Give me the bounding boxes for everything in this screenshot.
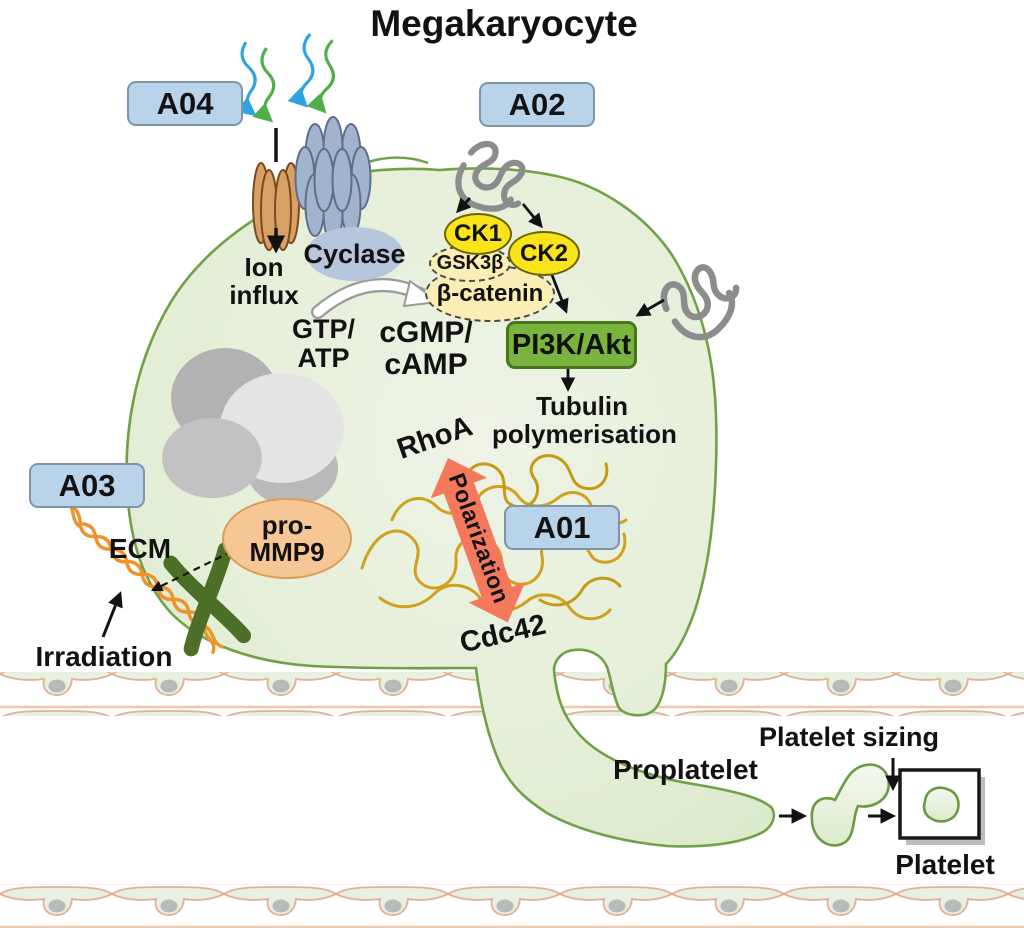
- proplatelet-fragment: [810, 763, 891, 847]
- gtp-atp-label: GTP/ ATP: [291, 314, 355, 373]
- ion-influx-label: Ion influx: [229, 252, 299, 310]
- cyclase-node: Cyclase: [303, 227, 406, 281]
- gpcr-to-ck1-arrow: [456, 197, 472, 214]
- vessel-wall-bottom: [0, 884, 1024, 928]
- ion-channel-icon: [252, 128, 300, 254]
- mmp9-scissors-icon: [163, 542, 252, 657]
- ck2-node: CK2: [508, 231, 580, 276]
- platelet-flow-arrows: [779, 758, 901, 824]
- badge-a03: A03: [29, 463, 145, 508]
- ligand-wave-icons: [235, 33, 335, 123]
- cyclase-reaction-arrow: [311, 278, 439, 319]
- ck2-to-pi3k-arrow: [550, 274, 569, 314]
- badge-a04: A04: [127, 81, 243, 126]
- gsk3b-node: GSK3β: [429, 245, 511, 282]
- gpcr-to-ck2-arrow: [521, 203, 543, 229]
- irradiation-arrow: [101, 591, 123, 638]
- proplatelet-label: Proplatelet: [613, 754, 758, 785]
- platelet-cell: [922, 786, 960, 823]
- nucleus: [162, 348, 344, 506]
- cgmp-camp-label: cGMP/ cAMP: [379, 316, 473, 382]
- ecm-label: ECM: [108, 533, 172, 564]
- platelet-label: Platelet: [895, 849, 995, 880]
- gpcr-to-pi3k-arrow: [635, 298, 665, 317]
- badge-a02: A02: [479, 82, 595, 127]
- pi3k-akt-node: PI3K/Akt: [506, 321, 637, 369]
- platelet-sizing-label: Platelet sizing: [758, 722, 940, 752]
- irradiation-label: Irradiation: [35, 641, 173, 672]
- diagram-title: Megakaryocyte: [370, 3, 638, 44]
- ck1-node: CK1: [444, 213, 512, 255]
- pro-mmp9-node: pro- MMP9: [222, 498, 352, 579]
- platelet-box: [898, 768, 985, 845]
- receptor-cluster-icon: [294, 116, 372, 244]
- tubulin-polymerisation-label: Tubulin polymerisation: [492, 391, 677, 449]
- polarization-arrow: [430, 458, 526, 623]
- signal-arrows: [456, 197, 665, 392]
- badge-a01: A01: [504, 505, 620, 550]
